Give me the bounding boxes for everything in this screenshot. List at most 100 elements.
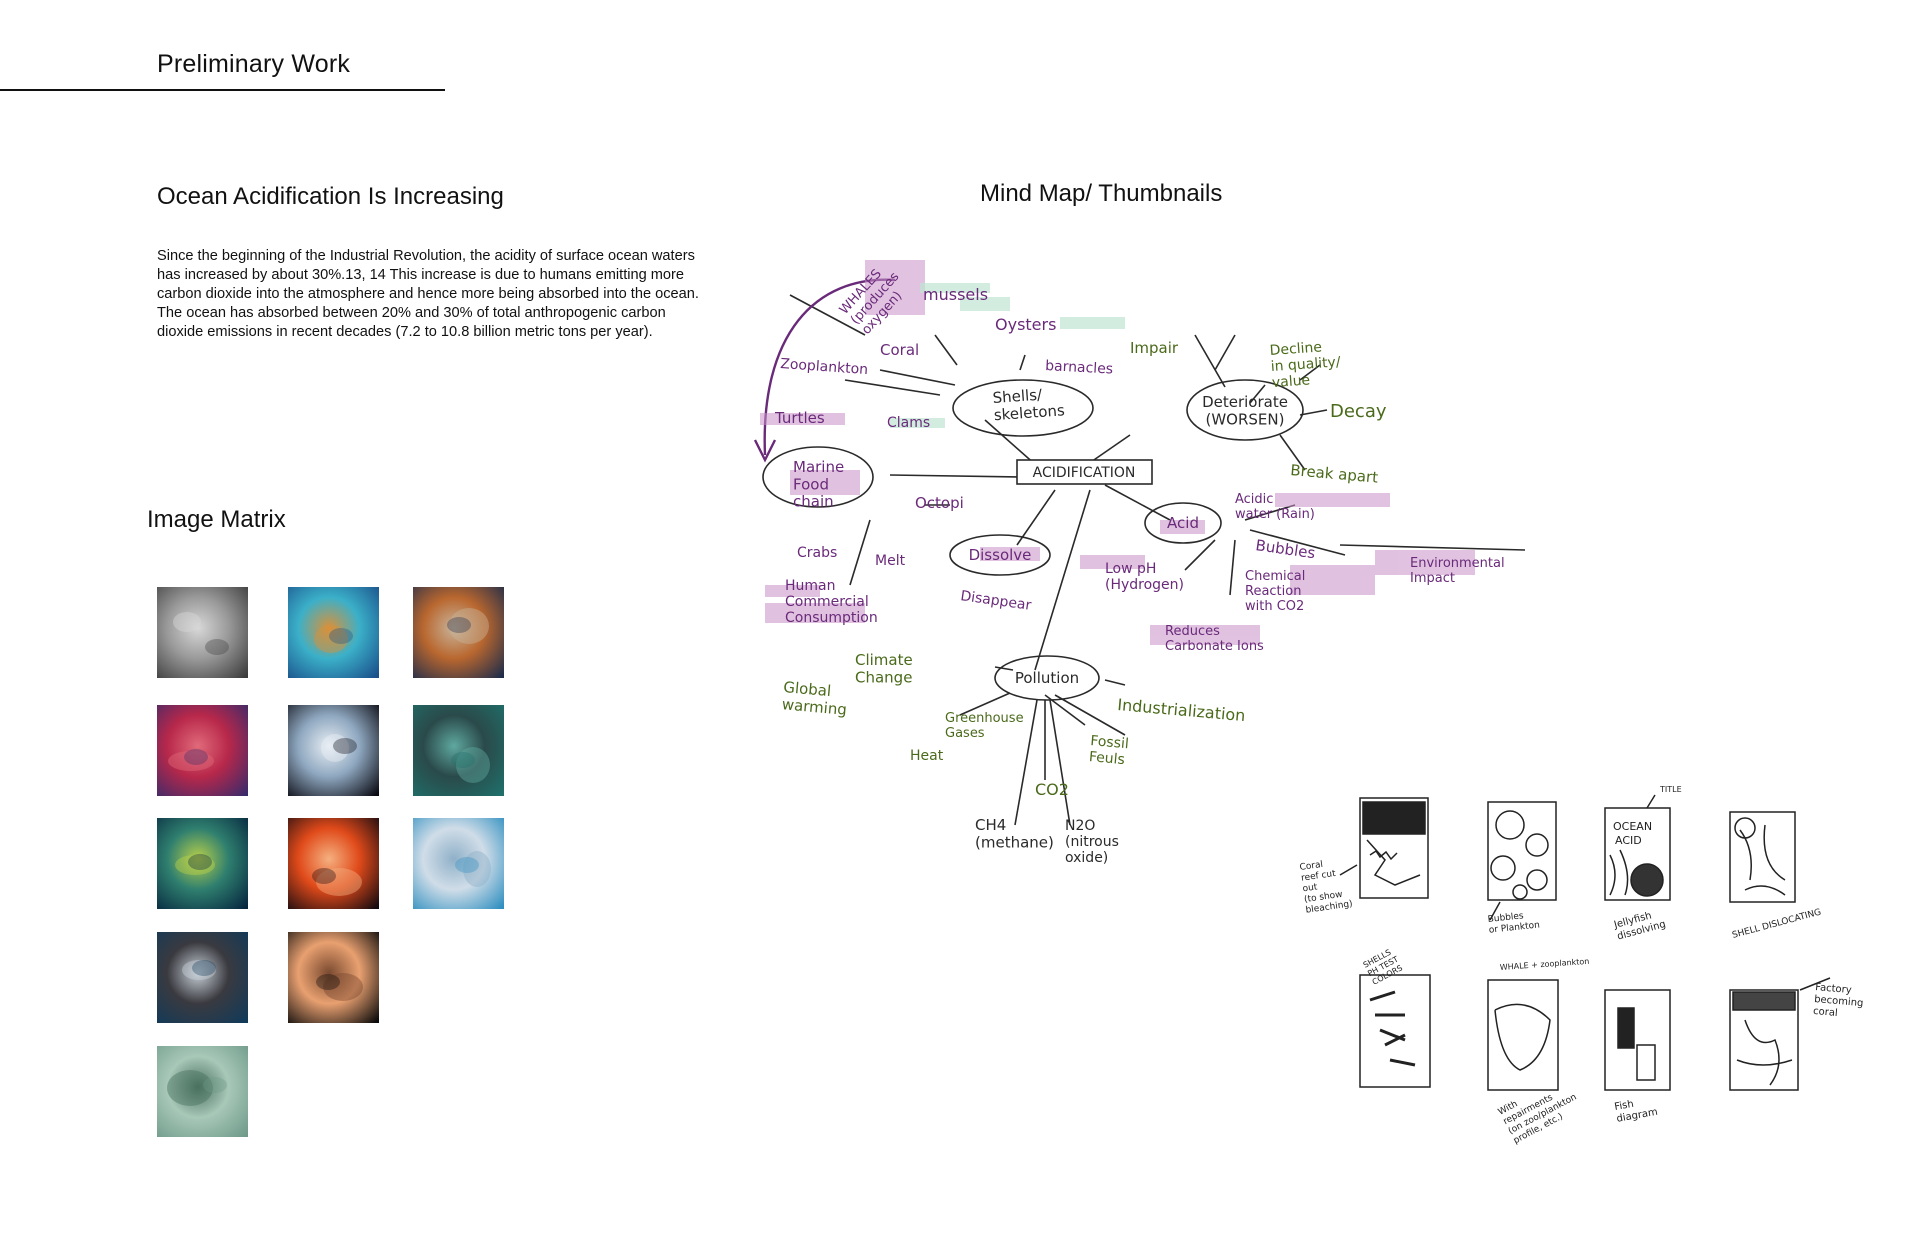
mind-map-heading: Mind Map/ Thumbnails (980, 180, 1222, 208)
snail-shell-photo (157, 587, 248, 678)
thumbnail-circle (1491, 856, 1515, 880)
node-deteriorate: Deteriorate(WORSEN) (1202, 393, 1288, 428)
thumbnail-circle (1496, 811, 1524, 839)
article-body: Since the beginning of the Industrial Re… (157, 247, 702, 342)
word-impair: Impair (1130, 339, 1179, 357)
word-oysters: Oysters (995, 315, 1056, 334)
mind-map-connector (1230, 540, 1235, 595)
note-whale-caption: Withrepairments(on zoo/planktonprofile, … (1497, 1073, 1584, 1146)
diatom-microscope-photo (157, 1046, 248, 1137)
plankton-microscope-photo (157, 818, 248, 909)
node-dissolve: Dissolve (969, 546, 1032, 564)
mind-map-connector (1185, 540, 1215, 570)
thumbnail-fill (1733, 992, 1795, 1010)
pointer-arrow (1647, 795, 1655, 808)
mind-map-connector (850, 520, 870, 585)
highlight-mark (1060, 317, 1125, 329)
word-mussels: mussels (923, 285, 988, 304)
mind-map-connector (845, 380, 940, 395)
mind-map-connector (1340, 545, 1525, 550)
word-heat: Heat (910, 748, 944, 764)
node-pollution: Pollution (1015, 669, 1079, 687)
thumbnail-scribble (1367, 840, 1420, 885)
bleached-coral-photo (413, 818, 504, 909)
thumbnail-circle (1526, 834, 1548, 856)
thumbnail-fill (1618, 1008, 1634, 1048)
thumbnail-fill (1363, 802, 1425, 834)
crab-larva-photo (288, 932, 379, 1023)
svg-text:OCEAN: OCEAN (1613, 820, 1652, 833)
page-title: Preliminary Work (157, 50, 350, 79)
word-clams: Clams (887, 415, 930, 431)
thumbnail-circle (1735, 818, 1755, 838)
mind-map-connector (1105, 680, 1125, 685)
word-turtles: Turtles (774, 409, 825, 427)
mind-map-connector (1300, 410, 1327, 415)
red-water-photo (157, 705, 248, 796)
word-co2: CO2 (1035, 780, 1069, 799)
note-factory: Factorybecomingcoral (1813, 982, 1865, 1021)
mind-map-connector (995, 667, 1013, 670)
mind-map-connector (1050, 700, 1070, 825)
thumbnail-scribble (1610, 850, 1628, 895)
word-crabs: Crabs (797, 545, 837, 561)
mind-map-connector (880, 370, 955, 385)
word-zooplankton: Zooplankton (780, 356, 869, 378)
word-disappear: Disappear (959, 588, 1032, 614)
thumbnail-fill (1637, 1045, 1655, 1080)
node-acid: Acid (1167, 514, 1199, 532)
word-climate: ClimateChange (855, 651, 913, 686)
thumbnail-circle (1631, 864, 1663, 896)
note-shell: SHELL DISLOCATING (1731, 907, 1822, 940)
thumbnail-scribble (1370, 992, 1415, 1065)
mind-map-connector (1215, 335, 1235, 370)
translucent-shell-photo (288, 705, 379, 796)
thumbnail-sketches: OCEAN ACID Coralreef cutout(to showbleac… (1275, 780, 1875, 1190)
thumbnail-frame (1360, 975, 1430, 1087)
word-decay: Decay (1330, 401, 1387, 422)
word-melt: Melt (875, 553, 906, 569)
note-coral: Coralreef cutout(to showbleaching) (1299, 856, 1353, 915)
article-heading: Ocean Acidification Is Increasing (157, 183, 504, 211)
highlight-mark (1275, 493, 1390, 507)
center-node-label: ACIDIFICATION (1033, 465, 1136, 481)
word-barnacles: barnacles (1045, 358, 1114, 378)
note-jellyfish: Jellyfishdissolving (1612, 907, 1667, 942)
mind-map-connector (1020, 355, 1025, 370)
thumbnail-scribble (1495, 1004, 1550, 1070)
coral-branches-photo (413, 705, 504, 796)
word-global: Globalwarming (781, 678, 849, 719)
image-matrix-heading: Image Matrix (147, 506, 286, 534)
note-fish: Fishdiagram (1614, 1095, 1659, 1125)
word-decline: Declinein quality/value (1269, 338, 1342, 391)
title-underline (0, 89, 445, 91)
mind-map-connector (890, 475, 1020, 477)
whale-feeding-photo (157, 932, 248, 1023)
thumbnail-scribble (1737, 1020, 1792, 1085)
mind-map-connector (1035, 490, 1090, 670)
thumbnail-circle (1527, 870, 1547, 890)
word-bubbles: Bubbles (1254, 536, 1316, 562)
mind-map-connector (935, 335, 957, 365)
octopus-photo (288, 587, 379, 678)
thumbnail-frame (1730, 812, 1795, 902)
ray-on-reef-photo (413, 587, 504, 678)
note-shells-ph: SHELLSPH TESTCOLORS (1362, 946, 1405, 987)
word-fossil: FossilFeuls (1088, 733, 1129, 768)
mind-map-connector (1055, 695, 1125, 735)
note-whale: WHALE + zooplankton (1500, 957, 1590, 972)
node-shells: Shells/skeletons (992, 384, 1065, 424)
mind-map-connector (1105, 485, 1170, 520)
word-industrialization: Industrialization (1117, 695, 1247, 725)
word-ch4: CH4(methane) (975, 816, 1054, 851)
word-octopi: Octopi (915, 494, 964, 512)
note-bubbles: Bubblesor Plankton (1487, 910, 1540, 936)
thumbnail-scribble (1740, 825, 1785, 895)
word-break-apart: Break apart (1290, 461, 1379, 487)
word-low-ph: Low pH(Hydrogen) (1105, 561, 1184, 593)
